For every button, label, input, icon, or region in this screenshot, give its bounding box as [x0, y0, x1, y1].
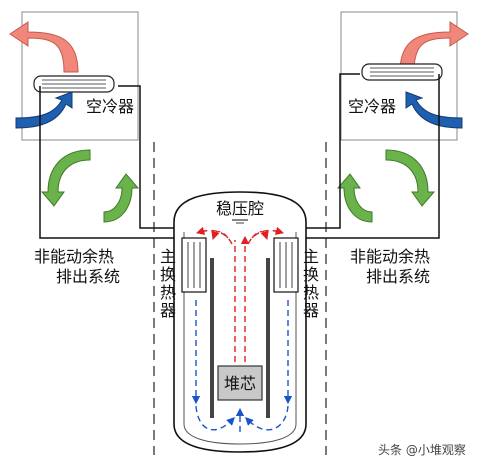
left-main-hx-label: 主 换 热 器 [160, 247, 176, 320]
containment-dashed-lines [153, 142, 327, 455]
right-hx-char: 热 [303, 283, 319, 302]
reactor-vessel-inner [183, 232, 297, 445]
right-system-label-line2: 排出系统 [366, 267, 430, 286]
right-hot-air-arrow-icon [399, 21, 469, 73]
left-hx-char: 热 [160, 283, 176, 302]
watermark: 头条 @小堆观察 [378, 443, 466, 457]
right-air-cooler-housing [340, 11, 458, 141]
right-air-cooler-tubes-icon [361, 63, 443, 81]
right-main-hx-label: 主 换 热 器 [303, 247, 319, 320]
reactor-vessel: 稳压腔 堆芯 [173, 191, 307, 453]
right-main-heat-exchanger-icon [273, 237, 299, 293]
right-hx-char: 主 [303, 247, 319, 266]
right-system-label-line1: 非能动余热 [350, 247, 430, 266]
right-air-cooler-group: 空冷器 [336, 11, 469, 223]
left-hx-char: 器 [160, 301, 176, 320]
cold-flow-arrows [191, 300, 293, 432]
left-hot-air-arrow-icon [9, 21, 79, 73]
right-cold-air-arrow-icon [405, 91, 463, 129]
pressurizer-label: 稳压腔 [216, 199, 264, 218]
left-system-label-line2: 排出系统 [56, 267, 120, 286]
hot-flow-arrows [195, 226, 285, 362]
left-system-label-group: 非能动余热 排出系统 [34, 247, 120, 286]
left-circulation-arrow-top-icon [40, 149, 91, 207]
left-air-cooler-tubes-icon [33, 75, 115, 93]
reactor-vessel-outer [173, 191, 307, 453]
core-block [217, 365, 263, 401]
core-label: 堆芯 [224, 374, 256, 393]
left-air-cooler-group: 空冷器 [9, 11, 140, 223]
right-hx-char: 器 [303, 301, 319, 320]
left-cold-air-arrow-icon [15, 91, 73, 129]
left-system-label-line1: 非能动余热 [34, 247, 114, 266]
left-circulation-arrow-bottom-icon [103, 173, 140, 223]
left-riser-wall [210, 258, 214, 418]
right-system-label-group: 非能动余热 排出系统 [350, 247, 430, 286]
right-hx-char: 换 [303, 265, 319, 284]
left-main-heat-exchanger-icon [181, 237, 207, 293]
left-hx-char: 换 [160, 265, 176, 284]
right-circulation-arrow-top-icon [385, 149, 436, 207]
right-riser-wall [266, 258, 270, 418]
left-hx-char: 主 [160, 247, 176, 266]
left-air-cooler-label: 空冷器 [86, 97, 134, 116]
right-air-cooler-label: 空冷器 [348, 97, 396, 116]
right-circulation-arrow-bottom-icon [336, 173, 373, 223]
left-air-cooler-housing [21, 11, 139, 141]
